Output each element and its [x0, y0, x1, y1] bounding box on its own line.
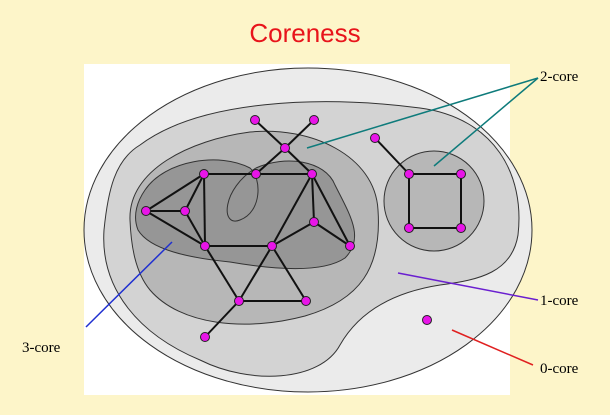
- label-2-core: 2-core: [540, 69, 579, 85]
- graph-node: [309, 217, 319, 227]
- pointer-line-2core-left: [306, 77, 539, 149]
- pointer-line-0core: [451, 329, 534, 366]
- graph-node: [309, 115, 319, 125]
- graph-edges: [145, 119, 462, 338]
- graph-node: [456, 223, 466, 233]
- graph-node: [267, 241, 277, 251]
- graph-node: [456, 169, 466, 179]
- pointer-line-3core: [85, 241, 173, 328]
- graph-node: [370, 133, 380, 143]
- graph-node: [199, 169, 209, 179]
- graph-node: [141, 206, 151, 216]
- graph-node: [180, 206, 190, 216]
- graph-node: [307, 169, 317, 179]
- graph-node: [422, 315, 432, 325]
- graph-nodes: [141, 115, 466, 342]
- label-3-core: 3-core: [22, 340, 61, 356]
- graph-node: [234, 296, 244, 306]
- graph-node: [404, 223, 414, 233]
- pointer-line-1core: [397, 272, 539, 301]
- label-1-core: 1-core: [540, 293, 579, 309]
- graph-node: [404, 169, 414, 179]
- slide-title: Coreness: [249, 18, 361, 48]
- graph-node: [251, 169, 261, 179]
- graph-node: [280, 143, 290, 153]
- graph-node: [345, 241, 355, 251]
- graph-node: [301, 296, 311, 306]
- graph-node: [200, 241, 210, 251]
- graph-node: [250, 115, 260, 125]
- pointer-line-2core-right: [433, 77, 539, 167]
- graph-node: [200, 332, 210, 342]
- label-0-core: 0-core: [540, 361, 579, 377]
